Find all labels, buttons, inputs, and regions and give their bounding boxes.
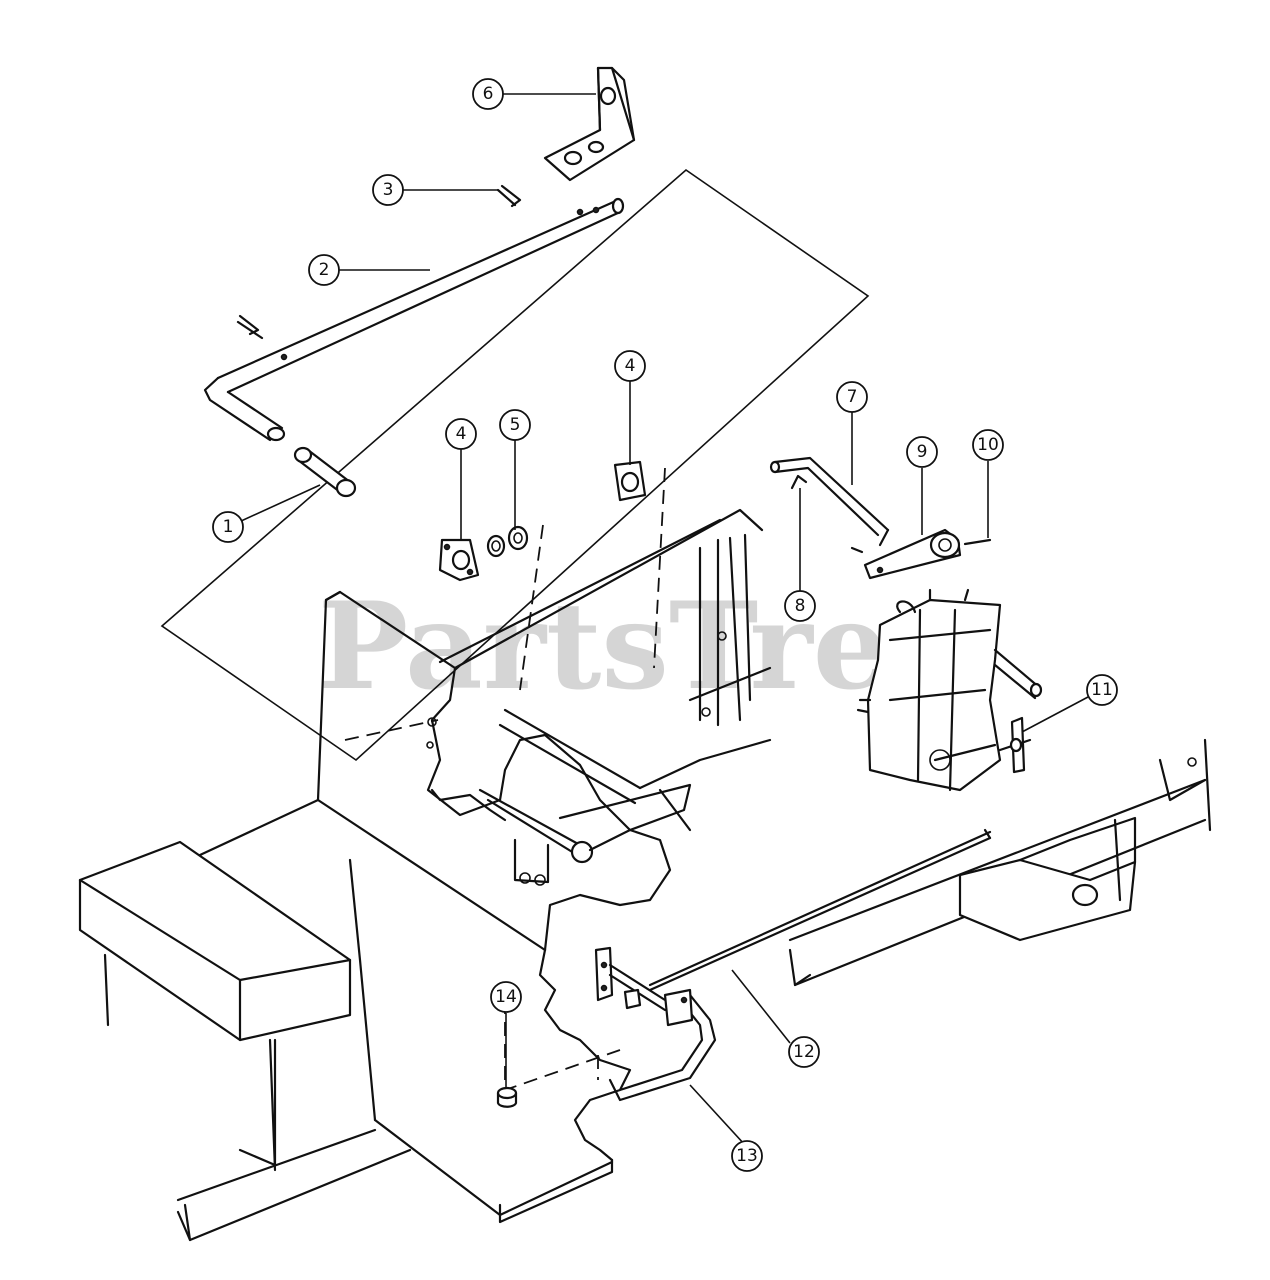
callout-4-left-label: 4 [456,424,467,444]
part-5-washers [486,525,529,558]
right-frame-rail [788,738,1212,987]
callout-9: 9 [906,436,938,468]
callout-1: 1 [212,511,244,543]
part-8-clip [790,474,808,490]
part-1-tube [293,446,357,498]
callout-1-label: 1 [223,517,234,537]
part-7-bent-rod [769,456,890,547]
part-6-bracket [543,66,636,182]
callout-9-label: 9 [917,442,928,462]
callout-11-label: 11 [1091,680,1113,700]
callout-2-label: 2 [319,260,330,280]
part-10-pin [963,538,992,546]
callout-8: 8 [784,590,816,622]
callout-6: 6 [472,78,504,110]
part-4-bearing-right [613,460,647,502]
cotter-pin-left [236,314,264,340]
part-4-bearing-left [438,538,480,582]
part-9-lever [850,528,962,580]
callout-10-label: 10 [977,435,999,455]
part-12-rod [648,828,992,992]
part-2-rod [203,197,625,442]
part-13-pedal-rod [594,946,717,1102]
upper-plate [160,168,870,762]
leader-lines [227,93,1089,1146]
part-14-cap [496,1086,518,1108]
callout-14: 14 [490,981,522,1013]
callout-5: 5 [499,409,531,441]
callout-12-label: 12 [793,1042,815,1062]
callout-2: 2 [308,254,340,286]
callout-10: 10 [972,429,1004,461]
callout-11: 11 [1086,674,1118,706]
callout-14-label: 14 [495,987,517,1007]
callout-7: 7 [836,381,868,413]
callout-3-label: 3 [383,180,394,200]
watermark-text: PartsTree [318,576,965,717]
part-3-cotter-pin [496,184,522,208]
callout-4-left: 4 [445,418,477,450]
seat [78,840,352,1172]
callout-12: 12 [788,1036,820,1068]
part-11-bracket [998,716,1032,774]
callout-13: 13 [731,1140,763,1172]
callout-13-label: 13 [736,1146,758,1166]
tractor-frame [176,508,772,1242]
callout-8-label: 8 [795,596,806,616]
callout-3: 3 [372,174,404,206]
callout-4-right: 4 [614,350,646,382]
callout-6-label: 6 [483,84,494,104]
callout-7-label: 7 [847,387,858,407]
callout-5-label: 5 [510,415,521,435]
transaxle [856,588,1043,792]
callout-4-right-label: 4 [625,356,636,376]
